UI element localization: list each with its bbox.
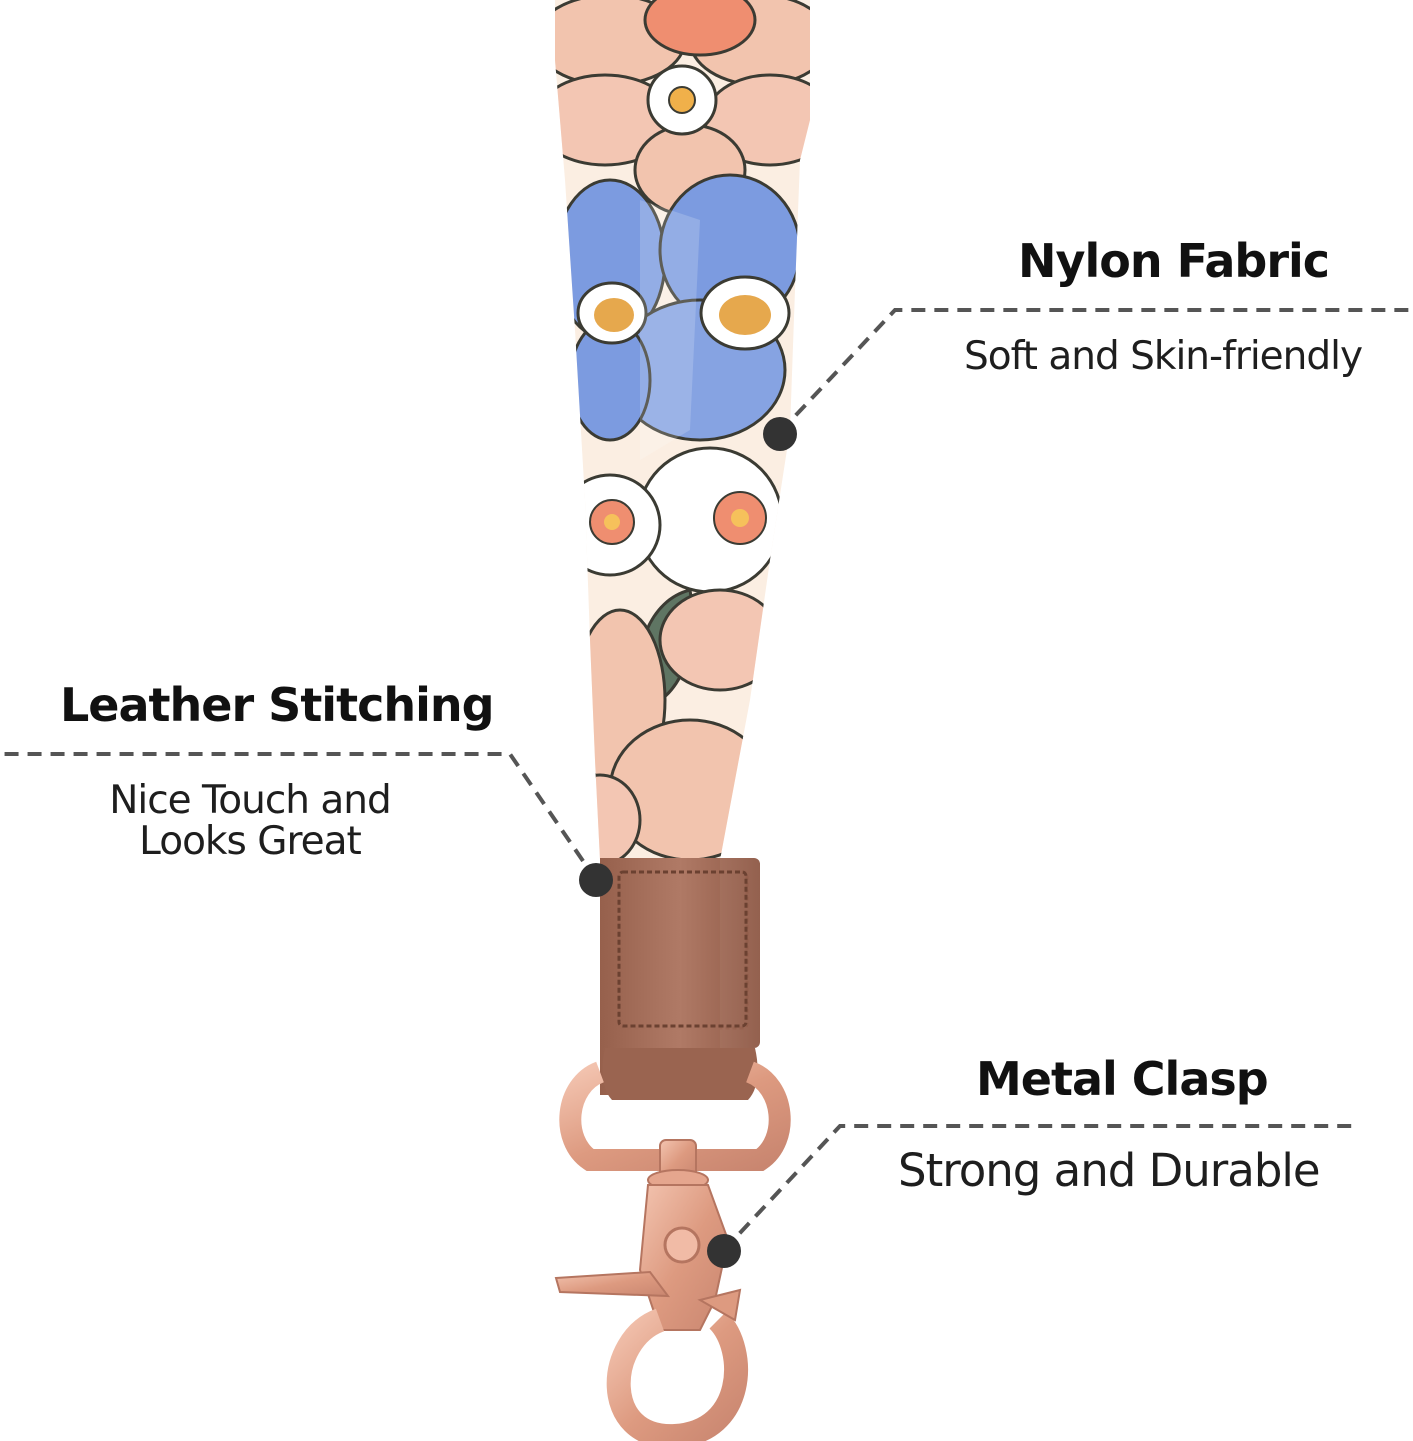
metal-callout-dot bbox=[707, 1234, 741, 1268]
leather-callout-dot bbox=[579, 863, 613, 897]
nylon-callout-dot bbox=[763, 417, 797, 451]
nylon-fabric-title: Nylon Fabric bbox=[1018, 234, 1330, 288]
blue-flower bbox=[555, 173, 802, 442]
leather-subtitle-line-2: Looks Great bbox=[139, 819, 362, 864]
metal-clasp-title: Metal Clasp bbox=[976, 1052, 1269, 1106]
nylon-fabric-subtitle: Soft and Skin-friendly bbox=[964, 334, 1363, 379]
metal-clasp bbox=[554, 1061, 791, 1441]
leather-piece bbox=[600, 858, 760, 1100]
metal-clasp-subtitle: Strong and Durable bbox=[898, 1144, 1321, 1197]
callout-lines bbox=[0, 308, 1413, 1252]
nylon-callout-line bbox=[778, 308, 1413, 434]
fabric-strap bbox=[555, 0, 810, 860]
peach-flower-top bbox=[555, 0, 810, 217]
leather-stitching-title: Leather Stitching bbox=[60, 678, 495, 732]
leather-callout-line bbox=[0, 752, 598, 882]
leather-subtitle-line-1: Nice Touch and bbox=[109, 778, 392, 823]
leather-stitching-subtitle: Nice Touch and Looks Great bbox=[100, 780, 400, 862]
peach-flower-bottom bbox=[558, 588, 782, 860]
metal-callout-line bbox=[722, 1124, 1358, 1252]
